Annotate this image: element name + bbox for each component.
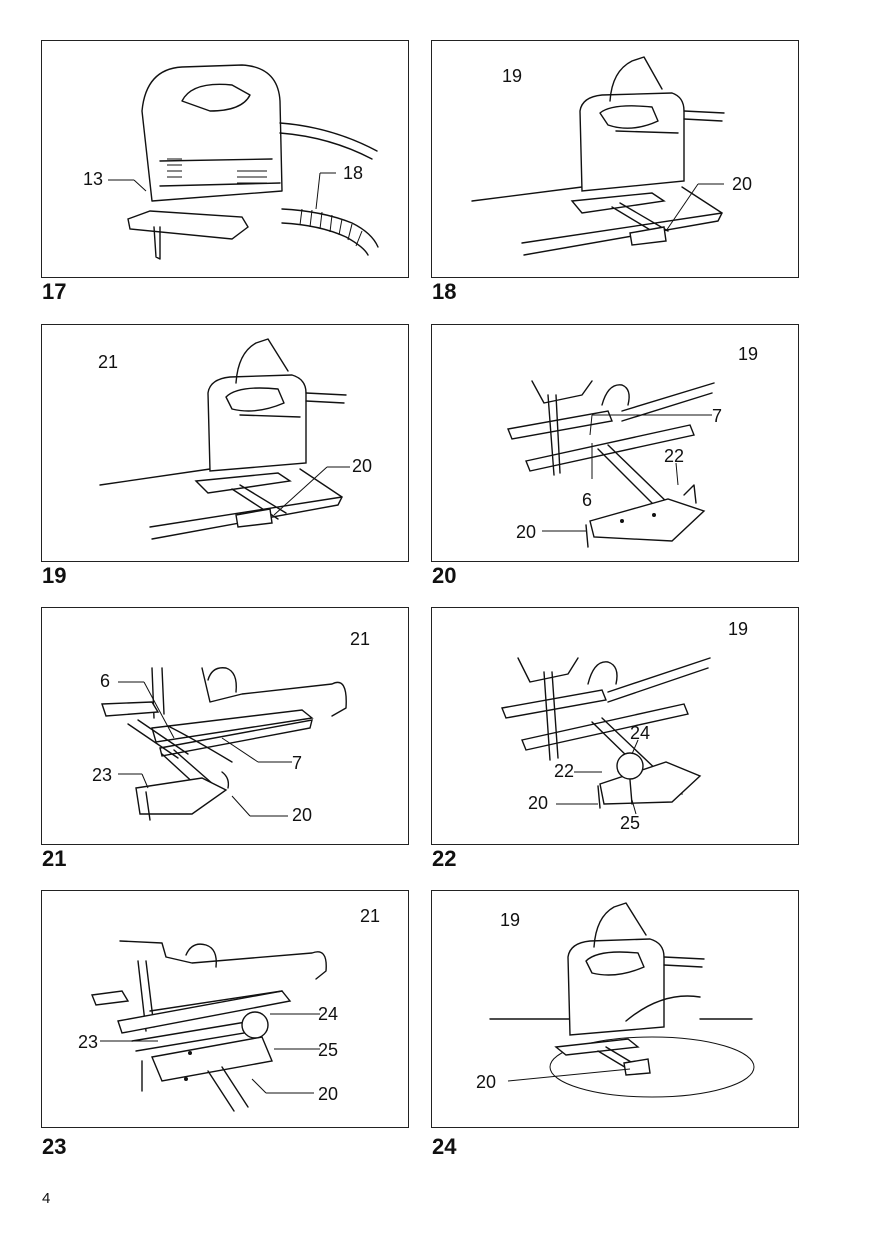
figure-24-panel: 19 20: [431, 890, 799, 1128]
callout-20: 20: [516, 522, 537, 542]
figure-24-illustration: [489, 902, 755, 1098]
callout-24: 24: [630, 723, 651, 743]
callout-23: 23: [78, 1032, 99, 1052]
figure-22-number: 22: [432, 846, 457, 871]
figure-17-panel: 13 18: [41, 40, 409, 278]
figure-18-illustration: [471, 56, 725, 256]
callout-20: 20: [292, 805, 313, 825]
callout-20: 20: [528, 793, 549, 813]
figure-22-illustration: [501, 657, 711, 815]
figure-23-panel: 21 24 23 25 20: [41, 890, 409, 1128]
callout-7: 7: [292, 753, 303, 773]
figure-19-illustration: [99, 338, 350, 540]
figure-18-panel: 19 20: [431, 40, 799, 278]
callout-19: 19: [738, 344, 759, 364]
callout-13: 13: [83, 169, 104, 189]
callout-24: 24: [318, 1004, 339, 1024]
callout-23: 23: [92, 765, 113, 785]
callout-22: 22: [664, 446, 685, 466]
callout-25: 25: [318, 1040, 339, 1060]
figure-23-number: 23: [42, 1134, 67, 1159]
callout-20: 20: [318, 1084, 339, 1104]
figure-21-number: 21: [42, 846, 67, 871]
callout-6: 6: [582, 490, 593, 510]
callout-22: 22: [554, 761, 575, 781]
callout-20: 20: [476, 1072, 497, 1092]
figure-17-number: 17: [42, 279, 67, 304]
callout-18: 18: [343, 163, 364, 183]
figure-21-illustration: [101, 667, 347, 821]
figure-20-illustration: [507, 380, 715, 548]
figure-18-number: 18: [432, 279, 457, 304]
callout-6: 6: [100, 671, 111, 691]
figure-20-number: 20: [432, 563, 457, 588]
callout-19: 19: [500, 910, 521, 930]
callout-20: 20: [732, 174, 753, 194]
callout-19: 19: [728, 619, 749, 639]
callout-21: 21: [98, 352, 119, 372]
figure-23-illustration: [91, 940, 327, 1112]
callout-7: 7: [712, 406, 723, 426]
page-number: 4: [42, 1190, 51, 1207]
figure-24-number: 24: [432, 1134, 457, 1159]
figure-20-panel: 19 7 22 6 20: [431, 324, 799, 562]
figure-19-number: 19: [42, 563, 67, 588]
figure-17-illustration: [108, 64, 379, 260]
callout-21: 21: [360, 906, 381, 926]
callout-21: 21: [350, 629, 371, 649]
callout-20: 20: [352, 456, 373, 476]
figure-19-panel: 21 20: [41, 324, 409, 562]
figure-21-panel: 21 6 7 23 20: [41, 607, 409, 845]
callout-19: 19: [502, 66, 523, 86]
callout-25: 25: [620, 813, 641, 833]
figure-22-panel: 19 24 22 20 25: [431, 607, 799, 845]
